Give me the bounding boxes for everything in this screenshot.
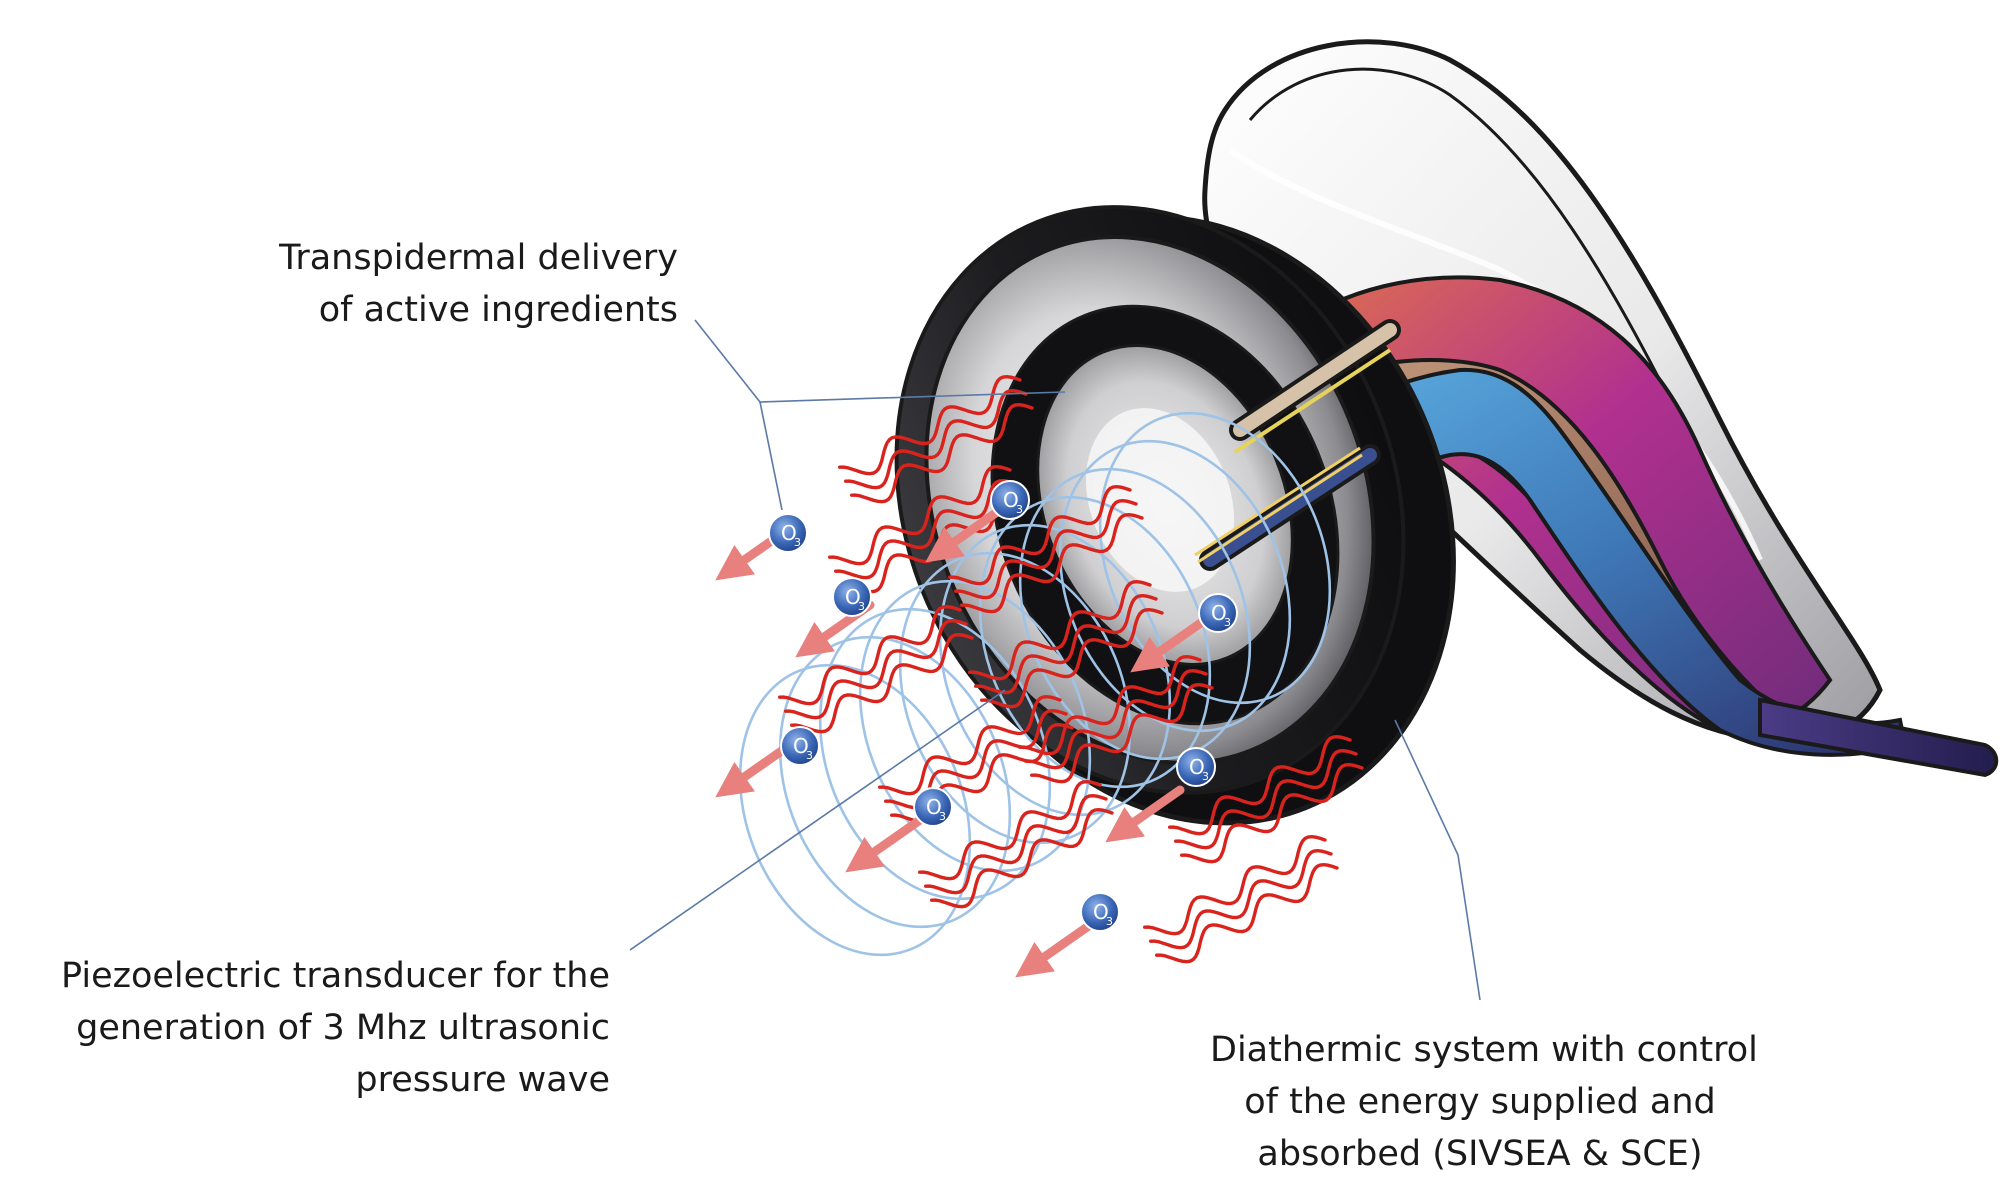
coil-loop bbox=[738, 663, 972, 957]
molecule-subscript: 3 bbox=[1016, 503, 1023, 516]
molecule-label: O bbox=[845, 585, 861, 609]
molecule-label: O bbox=[781, 521, 797, 545]
internal-wires bbox=[1194, 319, 1401, 571]
annotation-diathermic: Diathermic system with control of the en… bbox=[1210, 1024, 1758, 1180]
ozone-molecule: O3 bbox=[832, 577, 872, 617]
delivery-arrow bbox=[925, 505, 1005, 563]
leader-line-piezo bbox=[629, 689, 1006, 951]
ozone-molecule: O3 bbox=[990, 480, 1030, 520]
annotation-diathermic-line-1: Diathermic system with control bbox=[1210, 1030, 1758, 1070]
molecule-subscript: 3 bbox=[1106, 915, 1113, 928]
ozone-molecule: O3 bbox=[913, 787, 953, 827]
molecule-label: O bbox=[1189, 755, 1205, 779]
heat-wave bbox=[1143, 834, 1339, 964]
heat-wave bbox=[918, 779, 1114, 909]
annotation-transpidermal: Transpidermal delivery of active ingredi… bbox=[279, 232, 678, 336]
annotation-diathermic-line-2: of the energy supplied and bbox=[1244, 1082, 1716, 1122]
delivery-arrow bbox=[1130, 615, 1210, 673]
heat-waves bbox=[778, 374, 1364, 964]
ozone-molecule: O3 bbox=[1198, 593, 1238, 633]
molecule-label: O bbox=[1211, 601, 1227, 625]
molecule-subscript: 3 bbox=[858, 600, 865, 613]
delivery-arrow bbox=[1015, 920, 1095, 978]
annotation-piezo: Piezoelectric transducer for the generat… bbox=[61, 950, 610, 1106]
heat-wave bbox=[838, 374, 1034, 504]
annotation-transpidermal-line-2: of active ingredients bbox=[318, 290, 678, 330]
ozone-molecule: O3 bbox=[780, 726, 820, 766]
delivery-arrow bbox=[715, 740, 795, 798]
annotation-piezo-line-3: pressure wave bbox=[355, 1060, 610, 1100]
molecule-label: O bbox=[926, 795, 942, 819]
ozone-molecule: O3 bbox=[768, 513, 808, 553]
heat-wave bbox=[948, 484, 1144, 614]
coil-loop bbox=[858, 579, 1092, 873]
molecule-subscript: 3 bbox=[806, 749, 813, 762]
annotation-piezo-line-1: Piezoelectric transducer for the bbox=[61, 956, 610, 996]
leader-lines bbox=[629, 319, 1481, 1001]
delivery-arrow bbox=[845, 815, 925, 873]
molecule-subscript: 3 bbox=[1202, 770, 1209, 783]
heat-wave bbox=[778, 604, 974, 734]
leader-line-transpidermal-branch bbox=[759, 401, 783, 511]
coil-loop bbox=[978, 495, 1212, 789]
molecule-label: O bbox=[1093, 900, 1109, 924]
molecule-subscript: 3 bbox=[1224, 616, 1231, 629]
molecule-label: O bbox=[1003, 488, 1019, 512]
heat-wave bbox=[968, 579, 1164, 709]
transducer-head bbox=[894, 205, 1456, 826]
ozone-molecule: O3 bbox=[1080, 892, 1120, 932]
heat-wave bbox=[1018, 654, 1214, 784]
annotation-diathermic-line-3: absorbed (SIVSEA & SCE) bbox=[1257, 1134, 1703, 1174]
heat-wave bbox=[878, 694, 1074, 824]
annotation-piezo-line-2: generation of 3 Mhz ultrasonic bbox=[76, 1008, 610, 1048]
coil-loop bbox=[818, 607, 1052, 901]
annotation-transpidermal-line-1: Transpidermal delivery bbox=[279, 238, 678, 278]
cable bbox=[1758, 697, 1999, 778]
coil-loop bbox=[1058, 439, 1292, 733]
molecule-subscript: 3 bbox=[794, 536, 801, 549]
ozone-molecule: O3 bbox=[1176, 747, 1216, 787]
heat-wave bbox=[1168, 734, 1364, 864]
molecule-subscript: 3 bbox=[939, 810, 946, 823]
molecule-label: O bbox=[793, 734, 809, 758]
leader-line-diathermic bbox=[1394, 719, 1481, 1001]
delivery-arrow bbox=[1105, 785, 1185, 843]
coil-loop bbox=[1098, 411, 1332, 705]
